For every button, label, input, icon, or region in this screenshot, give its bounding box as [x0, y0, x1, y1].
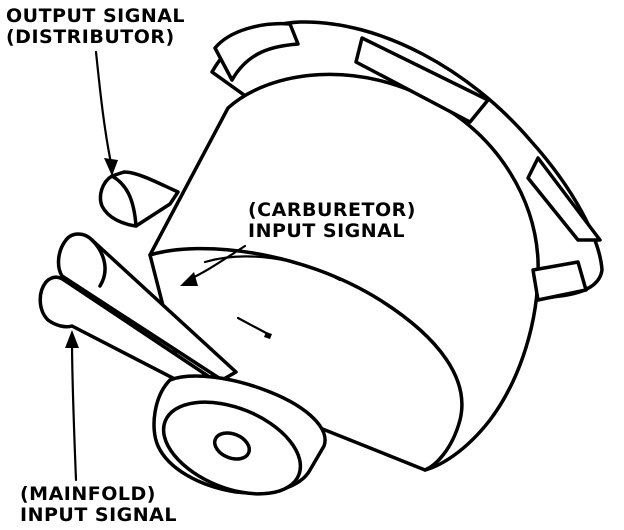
- carburetor-port-hole: [212, 431, 252, 461]
- distributor-nozzle-edge: [110, 174, 138, 228]
- carburetor-signal-label: (CARBURETOR) INPUT SIGNAL: [248, 200, 416, 242]
- manifold-tube: [38, 232, 238, 394]
- manifold-tube-seam: [90, 238, 107, 288]
- rim-tab-2: [354, 36, 490, 124]
- manifold-signal-label-line2: INPUT SIGNAL: [20, 504, 177, 526]
- rim-tab-4: [531, 260, 588, 302]
- rim-tab-3: [526, 156, 602, 242]
- manifold-leader-line: [70, 338, 78, 482]
- front-face-edge: [148, 246, 464, 472]
- manifold-signal-label: (MAINFOLD) INPUT SIGNAL: [20, 484, 177, 526]
- manifold-arrowhead: [65, 330, 79, 348]
- distributor-nozzle: [98, 170, 180, 228]
- carburetor-signal-label-line2: INPUT SIGNAL: [248, 220, 405, 242]
- canister-body: [148, 20, 604, 472]
- canister-shell: [148, 72, 540, 472]
- output-arrowhead: [104, 158, 118, 176]
- distributor-nozzle-body: [98, 170, 180, 228]
- rim-tab-1: [213, 21, 300, 82]
- output-leader-line: [94, 50, 114, 170]
- output-signal-label-line1: OUTPUT SIGNAL: [6, 5, 186, 27]
- face-center-line: [236, 316, 270, 336]
- carburetor-signal-label-line1: (CARBURETOR): [248, 199, 416, 221]
- carburetor-port: [152, 374, 327, 496]
- manifold-tube-lower: [38, 275, 216, 394]
- output-signal-label-line2: (DISTRIBUTOR): [6, 26, 175, 48]
- front-face-seam: [203, 255, 342, 282]
- leader-arrows: [65, 50, 247, 482]
- carburetor-arrowhead: [180, 272, 198, 286]
- output-signal-label: OUTPUT SIGNAL (DISTRIBUTOR): [6, 6, 185, 48]
- manifold-signal-label-line1: (MAINFOLD): [20, 483, 156, 505]
- face-center-dot: [264, 332, 272, 339]
- manifold-tube-upper: [56, 232, 238, 382]
